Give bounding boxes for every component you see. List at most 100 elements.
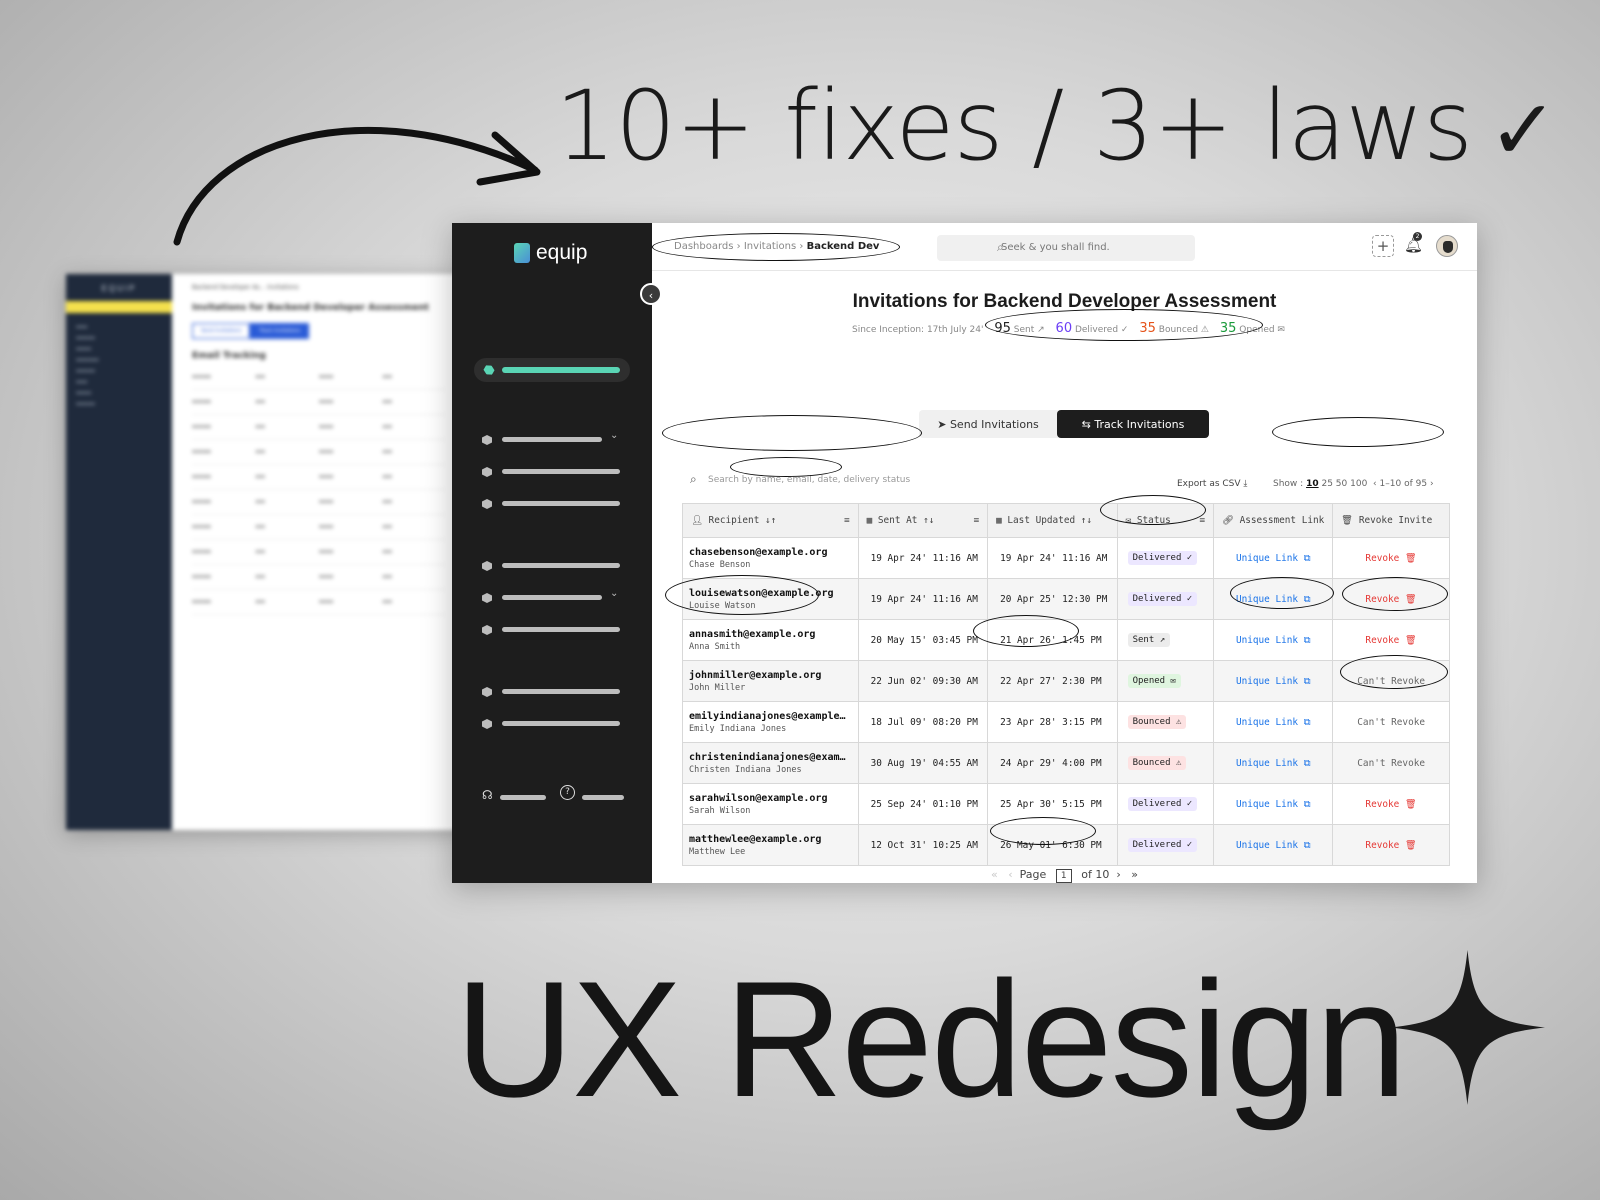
old-row: ▬▬▬▬▬▬▬▬▬▬▬ (192, 440, 446, 465)
status-cell: Opened ✉ (1116, 660, 1215, 702)
unique-link-label: Unique Link (1235, 716, 1299, 728)
col-sent-at[interactable]: ▦ Sent At ↑↓≡ (857, 503, 989, 538)
prev-page-icon[interactable]: ‹ (1008, 868, 1013, 881)
last-page-icon[interactable]: » (1131, 868, 1139, 881)
old-row: ▬▬▬▬▬▬▬▬▬▬▬ (192, 515, 446, 540)
unique-link[interactable]: Unique Link ⧉ (1236, 594, 1310, 605)
headline: 10+ fixes / 3+ laws✓ (555, 70, 1558, 182)
recipient-email: sarahwilson@example.org (689, 792, 828, 804)
col-recipient[interactable]: 👤︎ Recipient ↓↑≡ (682, 503, 859, 538)
tab-send-invitations[interactable]: ➤ Send Invitations (919, 410, 1057, 438)
sparkle-icon (1390, 950, 1545, 1105)
help-icon[interactable]: ? (560, 785, 575, 800)
headset-icon[interactable]: ☊ (482, 788, 493, 802)
sidebar-item[interactable] (482, 559, 632, 573)
export-csv-button[interactable]: Export as CSV ⤓ (1177, 479, 1247, 489)
copy-icon[interactable]: ⧉ (1303, 757, 1311, 769)
add-button[interactable]: + (1372, 235, 1394, 257)
page-size-option[interactable]: 25 (1321, 479, 1333, 489)
status-badge: Delivered ✓ (1127, 838, 1198, 852)
revoke-cell: Can't Revoke (1332, 701, 1450, 743)
sort-icon[interactable]: ↑↓ (923, 515, 935, 526)
page-size-option[interactable]: 50 (1335, 479, 1348, 489)
unique-link[interactable]: Unique Link ⧉ (1236, 840, 1310, 851)
status-label: Delivered (1132, 840, 1182, 850)
hex-icon (482, 499, 492, 509)
global-search-input[interactable]: ⌕ Seek & you shall find. (937, 235, 1195, 261)
sidebar-item[interactable] (482, 685, 632, 699)
unique-link[interactable]: Unique Link ⧉ (1236, 717, 1310, 728)
recipient-name: Chase Benson (689, 559, 751, 570)
bounced-count: 35 (1139, 321, 1156, 336)
page-size-option[interactable]: 10 (1306, 479, 1319, 489)
send-icon: ➤ (937, 418, 950, 431)
bounced-label: Bounced ⚠ (1158, 325, 1209, 335)
unique-link[interactable]: Unique Link ⧉ (1236, 553, 1310, 564)
sidebar-item[interactable] (482, 465, 632, 479)
sidebar-item-placeholder (502, 595, 602, 600)
sort-icon[interactable]: ↑↓ (1080, 515, 1093, 526)
filter-icon[interactable]: ≡ (843, 515, 850, 526)
revoke-button[interactable]: Revoke 🗑︎ (1365, 594, 1416, 605)
sidebar-item[interactable]: ⌄ (482, 588, 632, 605)
unique-link[interactable]: Unique Link ⧉ (1236, 799, 1310, 810)
breadcrumb-dashboards[interactable]: Dashboards (674, 241, 734, 252)
prev-icon[interactable]: ‹ (1373, 479, 1377, 489)
next-icon[interactable]: › (1429, 479, 1434, 489)
unique-link[interactable]: Unique Link ⧉ (1236, 635, 1310, 646)
revoke-label: Revoke (1365, 798, 1400, 810)
old-nav-item: ▬▬▬▬▬ (76, 335, 95, 340)
copy-icon[interactable]: ⧉ (1303, 839, 1311, 851)
status-badge: Delivered ✓ (1127, 592, 1198, 606)
unique-link[interactable]: Unique Link ⧉ (1236, 676, 1310, 687)
status-cell: Delivered ✓ (1116, 578, 1215, 620)
copy-icon[interactable]: ⧉ (1303, 634, 1311, 646)
col-status[interactable]: ✉ Status≡ (1116, 503, 1215, 538)
brand[interactable]: equip (514, 241, 587, 265)
page-input[interactable]: 1 (1055, 869, 1072, 883)
copy-icon[interactable]: ⧉ (1303, 798, 1311, 810)
hex-icon (482, 687, 492, 697)
sidebar-item[interactable]: ⌄ (482, 430, 632, 447)
status-cell: Bounced ⚠ (1116, 701, 1215, 743)
revoke-button[interactable]: Revoke 🗑︎ (1365, 840, 1416, 851)
recipient-email: matthewlee@example.org (689, 833, 822, 845)
collapse-sidebar-button[interactable]: ‹ (640, 283, 662, 305)
revoke-button[interactable]: Revoke 🗑︎ (1365, 799, 1416, 810)
revoke-button[interactable]: Revoke 🗑︎ (1365, 635, 1416, 646)
status-icon: ✓ (1186, 799, 1193, 809)
sidebar-item-active[interactable] (474, 358, 630, 382)
revoke-button[interactable]: Revoke 🗑︎ (1365, 553, 1416, 564)
tab-track-invitations[interactable]: ⇆ Track Invitations (1057, 410, 1209, 438)
status-label: Delivered (1132, 799, 1182, 809)
next-page-icon[interactable]: › (1116, 868, 1121, 881)
copy-icon[interactable]: ⧉ (1303, 716, 1311, 728)
page-size-option[interactable]: 100 (1350, 479, 1368, 489)
trash-icon: 🗑︎ (1404, 593, 1417, 605)
topbar: Dashboards › Invitations › Backend Dev ⌕… (652, 223, 1477, 271)
filter-icon[interactable]: ≡ (1199, 515, 1206, 526)
sidebar-item[interactable] (482, 717, 632, 731)
recipient-email: louisewatson@example.org (689, 587, 834, 599)
table-search-input[interactable]: ⌕ Search by name, email, date, delivery … (682, 467, 932, 493)
copy-icon[interactable]: ⧉ (1303, 675, 1311, 687)
delivered-label: Delivered ✓ (1074, 325, 1129, 335)
revoke-label: Revoke (1365, 634, 1400, 646)
sidebar-item[interactable] (482, 497, 632, 511)
app-window: equip ⌄ ⌄ ☊ ? ‹ Dashboards › Invitations… (452, 223, 1477, 883)
first-page-icon[interactable]: « (990, 868, 998, 881)
sidebar-item[interactable] (482, 623, 632, 637)
breadcrumb-invitations[interactable]: Invitations (743, 241, 797, 252)
filter-icon[interactable]: ≡ (973, 515, 980, 526)
unique-link[interactable]: Unique Link ⧉ (1236, 758, 1310, 769)
col-last-updated[interactable]: ▦ Last Updated ↑↓ (987, 503, 1118, 538)
sort-icon[interactable]: ↓↑ (765, 515, 777, 526)
old-screenshot: EQUIP ▬▬▬ ▬▬▬▬▬ ▬▬▬▬ ▬▬▬▬▬▬ ▬▬▬▬▬ ▬▬▬ ▬▬… (66, 274, 466, 830)
avatar[interactable] (1436, 235, 1458, 257)
old-nav-item: ▬▬▬▬▬▬ (76, 357, 99, 362)
bell-icon[interactable]: 🔔︎2 (1404, 232, 1424, 254)
copy-icon[interactable]: ⧉ (1303, 593, 1311, 605)
copy-icon[interactable]: ⧉ (1303, 552, 1311, 564)
